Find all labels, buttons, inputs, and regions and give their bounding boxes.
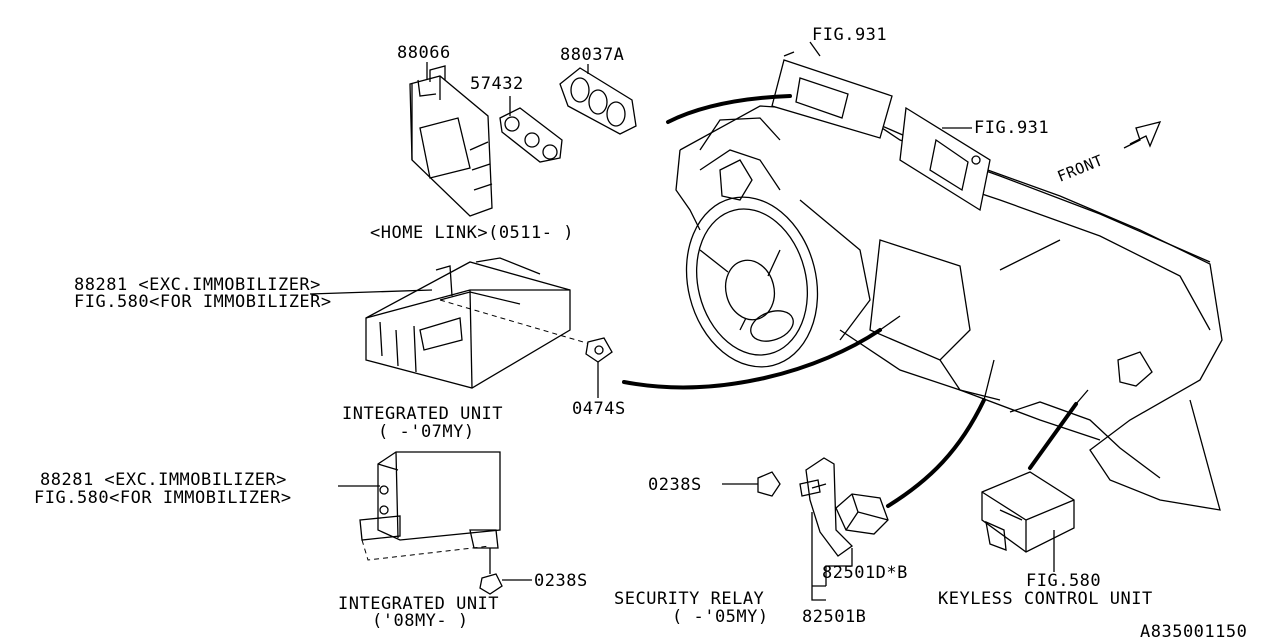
unit1-line2-label: FIG.580<FOR IMMOBILIZER> [74, 292, 332, 312]
part-82501b-label: 82501B [802, 607, 866, 627]
location-line-relay [886, 398, 986, 508]
bolt-0238s [757, 471, 821, 497]
front-arrow-icon: FRONT [1055, 121, 1162, 186]
unit2-years-label: ('08MY- ) [372, 611, 469, 631]
location-line-relay-tip [983, 359, 995, 401]
security-relay [835, 493, 889, 535]
part-0238s-bottom-label: 0238S [534, 571, 588, 591]
integrated-unit-08my [359, 451, 501, 549]
part-57432-label: 57432 [470, 74, 524, 94]
bezel-88037a [559, 67, 637, 135]
leader-88281-a [309, 289, 433, 295]
leader-fig931-top [809, 41, 821, 57]
part-82501d-label: 82501D*B [822, 563, 908, 583]
keyless-control-unit [981, 471, 1075, 553]
diagram-id-label: A835001150 [1140, 622, 1247, 640]
home-link-module [409, 65, 493, 217]
location-line-unit [622, 328, 882, 390]
home-link-label: <HOME LINK>(0511- ) [370, 223, 574, 243]
location-line-unit-tip [879, 315, 901, 331]
unit2-line2-label: FIG.580<FOR IMMOBILIZER> [34, 488, 292, 508]
relay-years-label: ( -'05MY) [672, 607, 769, 627]
location-line-keyless-tip [1075, 389, 1089, 405]
nut-0238s-bottom [479, 573, 503, 595]
leader-relay-bracket [811, 512, 826, 601]
steering-wheel [685, 196, 871, 368]
sun-visor-left [771, 51, 893, 139]
part-88066-label: 88066 [397, 43, 451, 63]
keyless-label: KEYLESS CONTROL UNIT [938, 589, 1153, 609]
dashboard-assembly [675, 105, 1223, 511]
unit1-line1-label: 88281 <EXC.IMMOBILIZER> [74, 275, 321, 295]
switch-57432 [499, 107, 563, 163]
location-line-keyless [1028, 402, 1078, 470]
leader-82501d [825, 548, 853, 586]
front-label: FRONT [1055, 151, 1106, 186]
location-line-homelink [666, 94, 792, 124]
fig931-top-label: FIG.931 [812, 25, 887, 45]
screw-0474s [585, 337, 613, 363]
mount-guide-08my [361, 539, 491, 561]
part-88037a-label: 88037A [560, 45, 624, 65]
security-relay-label: SECURITY RELAY [614, 589, 764, 609]
part-0474s-label: 0474S [572, 399, 626, 419]
unit1-years-label: ( -'07MY) [378, 422, 475, 442]
fig580-label: FIG.580 [1026, 571, 1101, 591]
integrated-unit-07my [365, 257, 571, 389]
unit2-line1-label: 88281 <EXC.IMMOBILIZER> [40, 470, 287, 490]
fig931-right-label: FIG.931 [974, 118, 1049, 138]
part-0238s-relay-label: 0238S [648, 475, 702, 495]
sun-visor-right [899, 106, 991, 212]
unit2-title-label: INTEGRATED UNIT [338, 594, 499, 614]
screw-guide-0474s [439, 299, 591, 345]
unit1-title-label: INTEGRATED UNIT [342, 404, 503, 424]
